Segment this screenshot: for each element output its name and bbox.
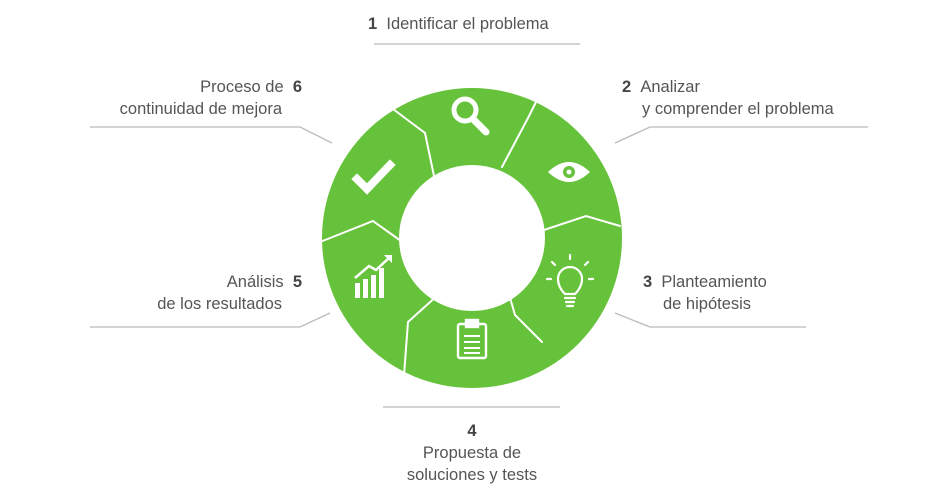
segment-dividers [319, 87, 621, 376]
step-3-title-line1: Planteamiento [661, 273, 767, 291]
eye-icon [548, 162, 590, 182]
step-5-title-line1: Análisis [226, 273, 284, 291]
step-2-title-line1: Analizar [640, 78, 700, 96]
leader-line-6 [90, 126, 333, 144]
step-2-title-line2: y comprender el problema [642, 100, 834, 118]
step-1-number: 1 [368, 15, 378, 33]
step-1-label: 1 Identificar el problema [368, 13, 549, 35]
process-ring [322, 88, 622, 388]
leader-line-5 [90, 312, 331, 328]
divider-3 [506, 286, 543, 343]
divider-2 [543, 214, 621, 231]
clipboard-icon [456, 318, 488, 360]
step-1-title: Identificar el problema [386, 15, 549, 33]
step-4-title-line2: soluciones y tests [406, 466, 538, 484]
leader-line-2 [614, 126, 868, 144]
divider-4 [403, 293, 440, 376]
divider-1 [501, 87, 544, 168]
step-6-label: Proceso de 6 continuidad de mejora [60, 76, 302, 120]
step-5-label: Análisis 5 de los resultados [100, 271, 302, 315]
step-6-title-line2: continuidad de mejora [119, 100, 282, 118]
step-2-number: 2 [622, 78, 632, 96]
step-5-number: 5 [292, 273, 302, 291]
step-3-number: 3 [643, 273, 653, 291]
step-4-label: 4 Propuesta de soluciones y tests [372, 420, 572, 486]
step-5-title-line2: de los resultados [157, 295, 282, 313]
leader-lines [90, 43, 868, 408]
step-4-title-line1: Propuesta de [422, 444, 522, 462]
step-6-number: 6 [292, 78, 302, 96]
step-3-label: 3 Planteamiento de hipótesis [643, 271, 767, 315]
ring-hole [399, 165, 545, 311]
step-2-label: 2 Analizar y comprender el problema [622, 76, 834, 120]
step-3-title-line2: de hipótesis [663, 295, 752, 313]
checkmark-icon [351, 159, 396, 195]
lightbulb-icon [545, 253, 595, 308]
leader-line-3 [614, 312, 806, 328]
divider-5 [319, 219, 402, 243]
step-4-number: 4 [467, 422, 477, 440]
bar-chart-icon [354, 255, 392, 298]
divider-6 [384, 102, 435, 177]
magnifier-icon [451, 96, 490, 136]
step-6-title-line1: Proceso de [200, 78, 284, 96]
